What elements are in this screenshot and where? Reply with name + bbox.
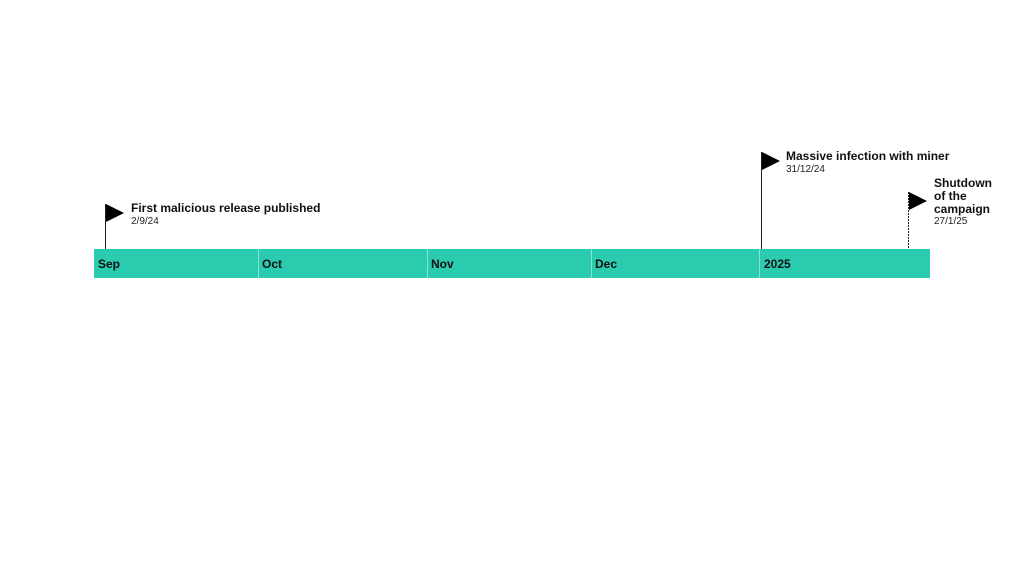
month-label-2025: 2025 [764, 257, 791, 271]
milestone-title: First malicious release published [131, 201, 321, 215]
month-divider [258, 249, 259, 278]
month-label-sep: Sep [98, 257, 121, 271]
month-divider [759, 249, 760, 278]
flag-icon [106, 204, 124, 222]
milestone-date: 31/12/24 [786, 164, 825, 175]
flag-icon [909, 192, 927, 210]
milestone-date: 27/1/25 [934, 216, 968, 227]
milestone-date: 2/9/24 [131, 216, 159, 227]
month-label-oct: Oct [262, 257, 283, 271]
milestone-pole [105, 204, 106, 249]
month-label-dec: Dec [595, 257, 618, 271]
milestone-pole [761, 152, 762, 249]
month-label-nov: Nov [431, 257, 454, 271]
milestone-title: Shutdown of the campaign [934, 176, 992, 216]
flag-icon [762, 152, 780, 170]
milestone-title: Massive infection with miner [786, 149, 950, 163]
month-divider [591, 249, 592, 278]
month-divider [427, 249, 428, 278]
milestone-pole [908, 192, 909, 249]
timeline-axis-bar [94, 249, 930, 278]
